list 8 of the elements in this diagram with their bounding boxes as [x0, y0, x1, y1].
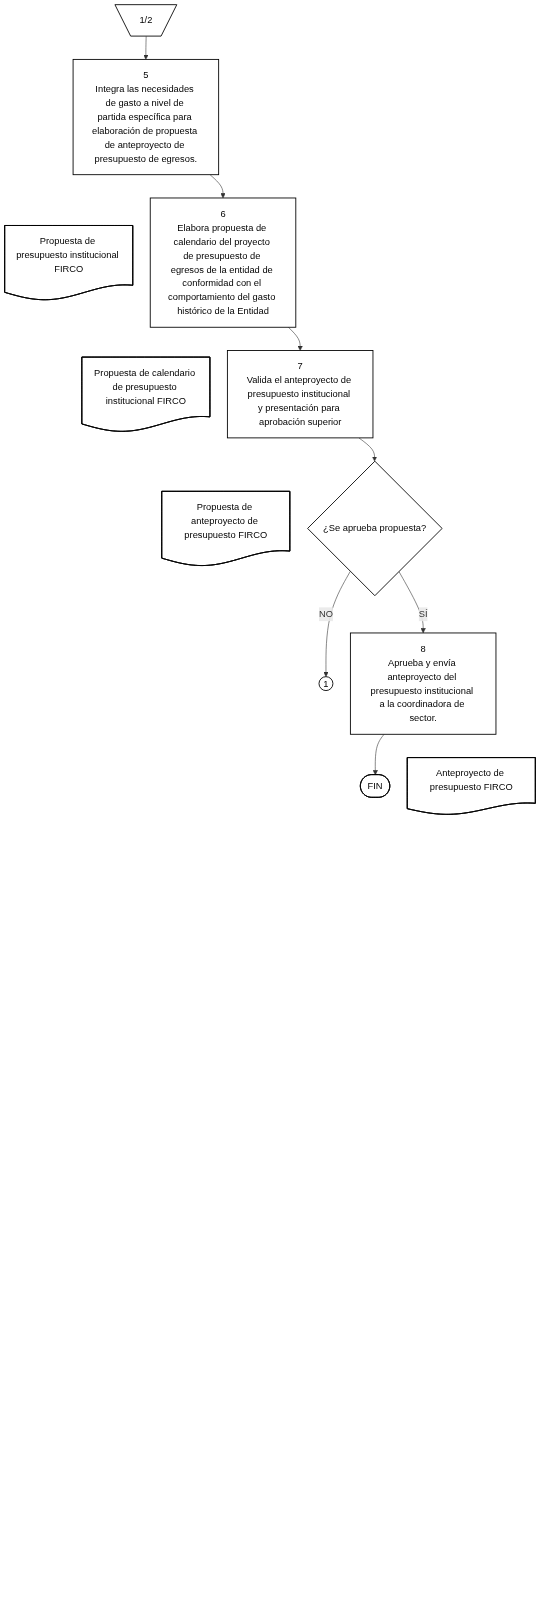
edge-label: SÍ — [418, 609, 428, 619]
node-box: 8 Aprueba y envía anteproyecto del presupuesto institucional a la coordinadora de sector. — [349, 632, 497, 735]
edge-label: NO — [318, 609, 333, 619]
node-diamond: ¿Se aprueba propuesta? — [307, 460, 443, 597]
node-circle: 1 — [318, 676, 334, 691]
node-box: 7 Valida el anteproyecto de presupuesto institucional y presentación para aprobación superior — [226, 350, 374, 439]
node-box: 5 Integra las necesidades de gasto a nivel de partida específica para elaboración de propuesta de anteproyecto de presupuesto de egresos. — [72, 58, 220, 176]
node-box: 6 Elabora propuesta de calendario del proyecto de presupuesto de egresos de la entidad de conformidad con el comportamiento del gasto histórico de la Entidad — [149, 197, 297, 328]
